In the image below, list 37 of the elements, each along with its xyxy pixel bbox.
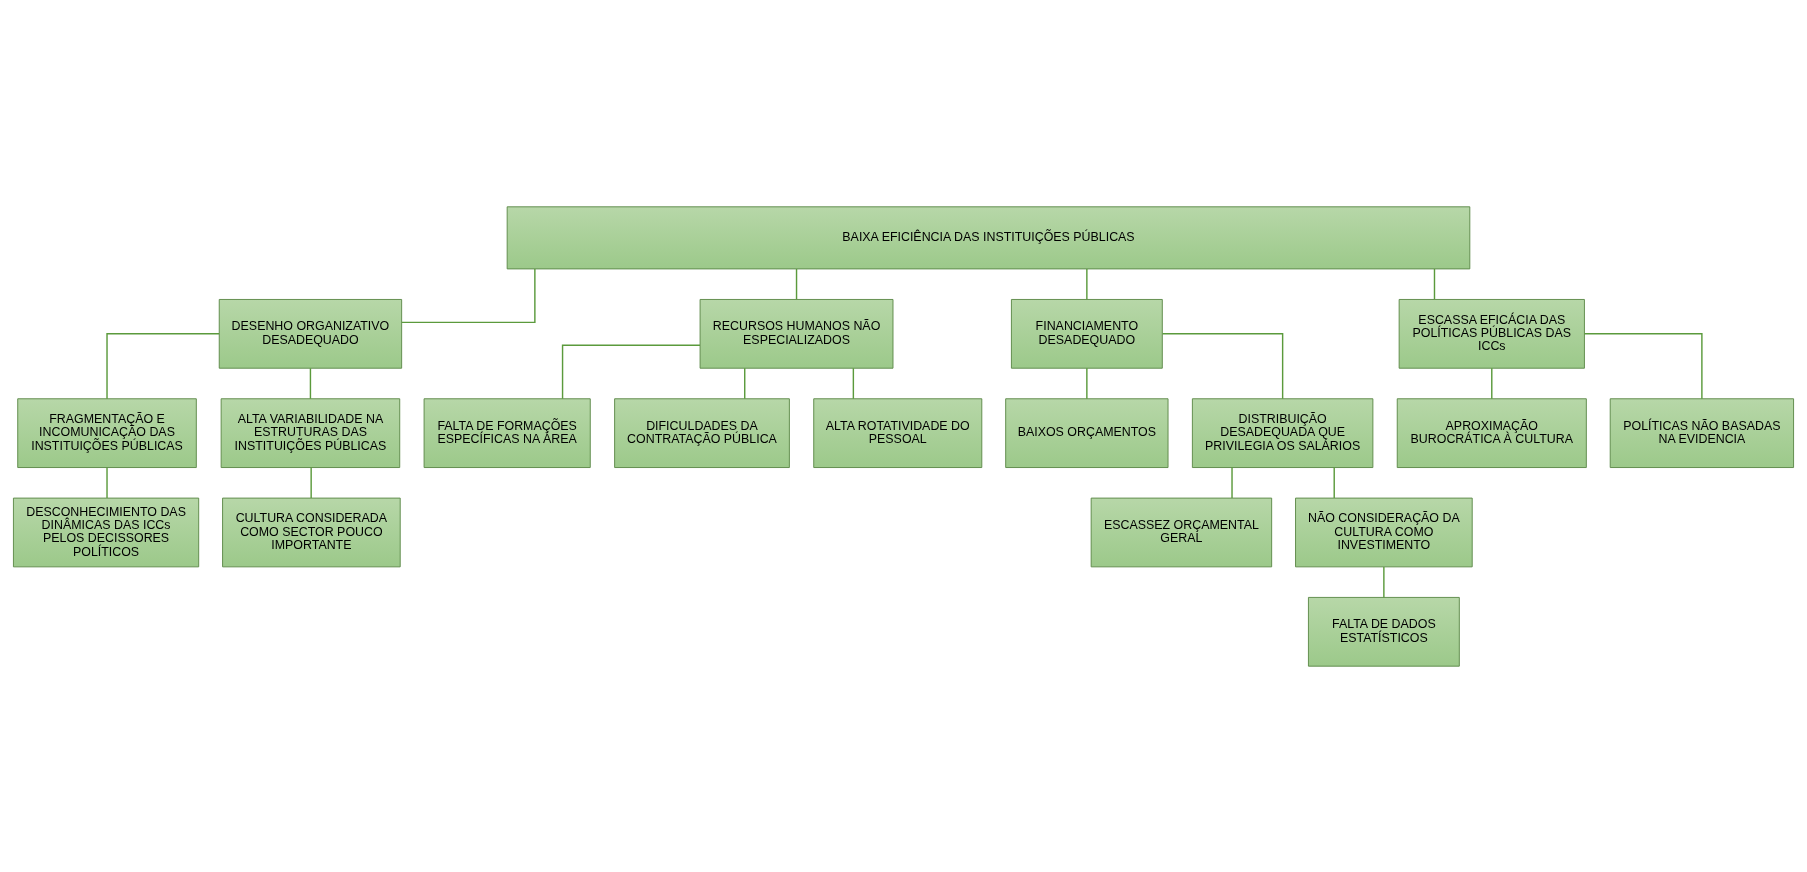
connector — [1491, 367, 1493, 399]
node-box: CULTURA CONSIDERADA COMO SECTOR POUCO IMPORTANTE — [222, 497, 401, 567]
node-box: ALTA ROTATIVIDADE DO PESSOAL — [813, 397, 983, 468]
connector — [1161, 332, 1284, 399]
node-box: ESCASSEZ ORÇAMENTAL GERAL — [1090, 497, 1273, 567]
connector — [1086, 367, 1088, 399]
connector — [561, 344, 701, 399]
connector — [1231, 466, 1233, 499]
node-box: FALTA DE DADOS ESTATÍSTICOS — [1307, 596, 1460, 667]
node-box: POLÍTICAS NÃO BASADAS NA EVIDENCIA — [1609, 397, 1795, 468]
connector — [106, 466, 108, 499]
connector — [744, 367, 746, 399]
node-box: APROXIMAÇÃO BUROCRÁTICA À CULTURA — [1396, 397, 1587, 468]
node-box: BAIXA EFICIÊNCIA DAS INSTITUIÇÕES PÚBLICAS — [506, 205, 1471, 269]
connector — [1433, 267, 1436, 300]
connector — [309, 367, 312, 399]
connector — [401, 267, 536, 323]
node-box: RECURSOS HUMANOS NÃO ESPECIALIZADOS — [699, 298, 894, 369]
connector — [795, 267, 798, 300]
node-box: DIFICULDADES DA CONTRATAÇÃO PÚBLICA — [614, 397, 790, 468]
node-box: ESCASSA EFICÁCIA DAS POLÍTICAS PÚBLICAS DAS ICCs — [1398, 298, 1585, 369]
node-box: ALTA VARIABILIDADE NA ESTRUTURAS DAS INSTITUIÇÕES PÚBLICAS — [220, 397, 401, 468]
node-box: FALTA DE FORMAÇÕES ESPECÍFICAS NA ÁREA — [423, 397, 591, 468]
node-box: BAIXOS ORÇAMENTOS — [1005, 397, 1169, 468]
node-box: DISTRIBUIÇÃO DESADEQUADA QUE PRIVILEGIA OS SALÁRIOS — [1191, 397, 1374, 468]
node-box: DESCONHECIMIENTO DAS DINÂMICAS DAS ICCs PELOS DECISSORES POLÍTICOS — [12, 497, 200, 567]
node-box: DESENHO ORGANIZATIVO DESADEQUADO — [218, 298, 403, 369]
connector — [1583, 332, 1703, 399]
connector — [1086, 267, 1088, 300]
connector — [852, 367, 855, 399]
connector — [310, 466, 312, 499]
node-box: FINANCIAMENTO DESADEQUADO — [1010, 298, 1163, 369]
node-box: FRAGMENTAÇÃO E INCOMUNICAÇÃO DAS INSTITUIÇÕES PÚBLICAS — [17, 397, 197, 468]
connector — [106, 332, 220, 399]
node-box: NÃO CONSIDERAÇÃO DA CULTURA COMO INVESTIMENTO — [1295, 497, 1473, 567]
connector — [1333, 466, 1335, 499]
connector — [1383, 565, 1385, 598]
